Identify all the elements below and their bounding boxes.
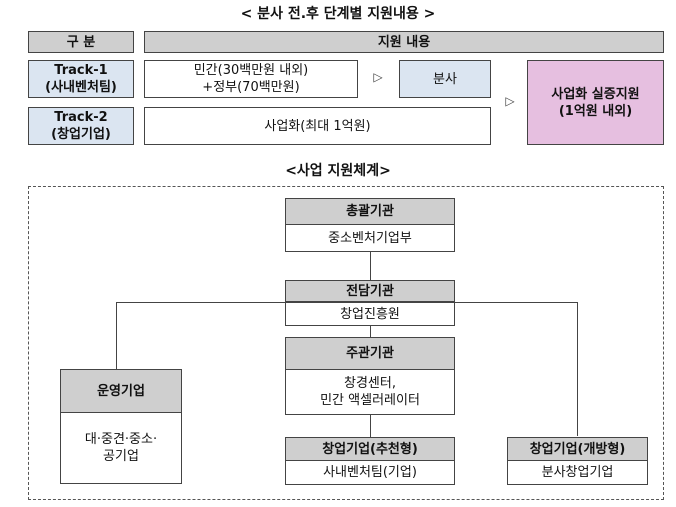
support-stage-title: < 분사 전.후 단계별 지원내용 > (240, 6, 436, 22)
operator-line2: 공기업 (103, 449, 139, 464)
host-agency-body: 창경센터, 민간 액셀러레이터 (285, 369, 455, 415)
track1-support-line2: +정부(70백만원) (202, 80, 300, 95)
connector-main-to-startup (370, 415, 371, 437)
track1-support-line1: 민간(30백만원 내외) (193, 63, 309, 78)
final-line1: 사업화 실증지원 (551, 86, 640, 102)
top-agency-body: 중소벤처기업부 (285, 224, 455, 252)
host-agency-line1: 창경센터, (344, 376, 396, 391)
host-agency-line2: 민간 액셀러레이터 (320, 393, 420, 408)
final-line2: (1억원 내외) (558, 103, 633, 119)
track2-sub: (창업기업) (51, 127, 111, 142)
operator-company-body: 대·중견·중소· 공기업 (60, 412, 182, 484)
host-agency-head: 주관기관 (285, 337, 455, 370)
startup-open-body: 분사창업기업 (507, 460, 648, 485)
startup-open-head: 창업기업(개방형) (507, 437, 648, 461)
track2-support-box: 사업화(최대 1억원) (144, 107, 491, 145)
arrow-to-final-support: ▷ (505, 94, 515, 108)
startup-recommended-body: 사내벤처팀(기업) (285, 460, 455, 485)
commercialization-support-box: 사업화 실증지원 (1억원 내외) (527, 60, 664, 145)
top-agency-head: 총괄기관 (285, 198, 455, 225)
connector-left-drop (116, 302, 117, 369)
operator-line1: 대·중견·중소· (84, 432, 158, 447)
track1-label: Track-1 (사내벤처팀) (28, 60, 134, 98)
arrow-track1-to-spinoff: ▷ (373, 70, 383, 84)
header-support-content: 지원 내용 (144, 31, 664, 53)
org-chart-frame (28, 186, 664, 500)
dedicated-agency-body: 창업진흥원 (285, 302, 455, 326)
connector-top-to-mid (370, 252, 371, 280)
track1-support-box: 민간(30백만원 내외) +정부(70백만원) (144, 60, 358, 98)
dedicated-agency-head: 전담기관 (285, 280, 455, 302)
track1-name: Track-1 (54, 63, 108, 78)
connector-right-drop (577, 302, 578, 436)
connector-mid-to-main (370, 325, 371, 337)
operator-company-head: 운영기업 (60, 369, 182, 413)
spinoff-box: 분사 (399, 60, 491, 98)
track1-sub: (사내벤처팀) (45, 80, 117, 95)
track2-name: Track-2 (54, 110, 108, 125)
startup-recommended-head: 창업기업(추천형) (285, 437, 455, 461)
header-category: 구 분 (28, 31, 134, 53)
track2-label: Track-2 (창업기업) (28, 107, 134, 145)
support-system-title: <사업 지원체계> (285, 163, 391, 179)
